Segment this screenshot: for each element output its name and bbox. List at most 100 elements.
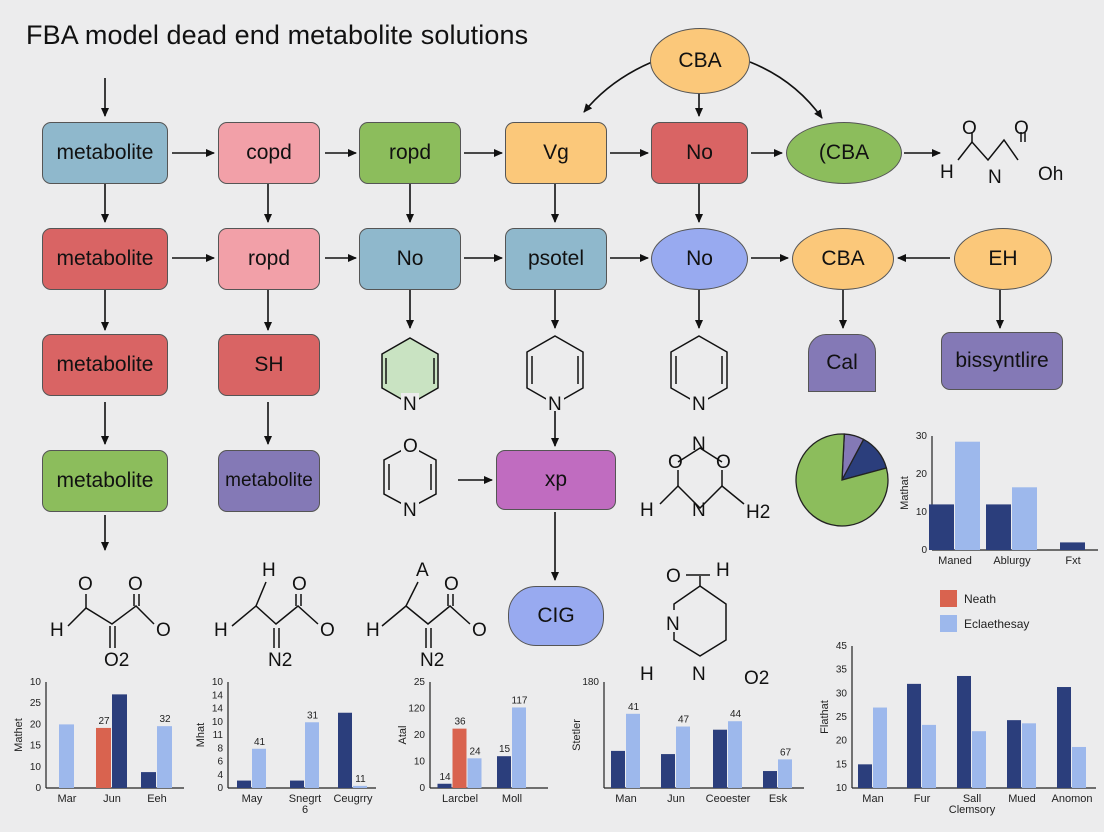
node-metabolite-r2: metabolite	[42, 228, 168, 290]
category-label: 6	[302, 804, 308, 816]
svg-text:N: N	[692, 434, 706, 455]
data-label: 24	[469, 746, 481, 757]
svg-text:H2: H2	[746, 502, 770, 523]
category-label: Man	[862, 793, 883, 805]
data-label: 41	[254, 737, 266, 748]
node-psotel: psotel	[505, 228, 607, 290]
category-label: Man	[615, 793, 636, 805]
y-tick-label: 120	[408, 704, 425, 715]
bar	[437, 783, 452, 788]
bar	[512, 707, 526, 788]
bar	[467, 758, 482, 788]
legend-swatch-eclaethesay	[940, 615, 957, 632]
svg-text:O: O	[668, 452, 683, 473]
svg-text:H: H	[716, 560, 730, 581]
data-label: 36	[454, 717, 466, 728]
node-cba-r1: (CBA	[786, 122, 902, 184]
bar	[338, 712, 352, 788]
data-label: 32	[159, 714, 171, 725]
molecule-bottom-2	[231, 581, 319, 648]
data-label: 31	[307, 710, 319, 721]
y-tick-label: 20	[916, 469, 928, 480]
svg-text:H: H	[262, 560, 276, 581]
node-metabolite-r4b: metabolite	[218, 450, 320, 512]
bar	[290, 780, 304, 788]
bar	[141, 772, 156, 788]
node-copd: copd	[218, 122, 320, 184]
bar	[929, 504, 954, 550]
bar	[157, 726, 172, 788]
molecule-middle-right	[659, 447, 745, 510]
category-label: Sall	[963, 793, 981, 805]
category-label: Eeh	[147, 793, 167, 805]
legend-swatch-neath	[940, 590, 957, 607]
y-axis-label: Flathat	[819, 700, 831, 734]
data-label: 14	[439, 772, 451, 783]
y-tick-label: 15	[30, 741, 42, 752]
molecule-bottom-1	[67, 594, 155, 648]
bar	[955, 441, 980, 550]
y-tick-label: 25	[414, 677, 426, 688]
y-axis-label: Atal	[397, 726, 409, 745]
svg-text:N2: N2	[268, 650, 292, 671]
bar	[858, 764, 872, 788]
data-label: 27	[98, 716, 110, 727]
y-tick-label: 14	[212, 704, 224, 715]
y-tick-label: 10	[414, 757, 426, 768]
y-tick-label: 10	[212, 717, 224, 728]
molecule-top-right	[957, 132, 1026, 162]
y-tick-label: 10	[916, 507, 928, 518]
svg-text:H: H	[640, 500, 654, 521]
category-label: Mued	[1008, 793, 1036, 805]
category-label: Esk	[769, 793, 788, 805]
bar	[972, 731, 986, 788]
bar	[353, 785, 367, 788]
arrow	[583, 61, 653, 113]
bar	[873, 707, 887, 788]
node-ropd-r1: ropd	[359, 122, 461, 184]
bar	[305, 722, 319, 788]
y-tick-label: 10	[30, 677, 42, 688]
category-label: Ceoester	[706, 793, 751, 805]
y-tick-label: 15	[836, 759, 848, 770]
diagram-title: FBA model dead end metabolite solutions	[26, 20, 529, 50]
category-label: Jun	[667, 793, 685, 805]
y-tick-label: 25	[836, 712, 848, 723]
svg-text:N: N	[548, 394, 562, 415]
category-label: Moll	[502, 793, 522, 805]
bar	[497, 756, 511, 788]
svg-text:H: H	[366, 620, 380, 641]
category-label: Fxt	[1065, 555, 1080, 567]
bar	[1012, 487, 1037, 550]
category-label: Ceugrry	[333, 793, 373, 805]
y-tick-label: 10	[212, 677, 224, 688]
legend-label-eclaethesay: Eclaethesay	[964, 617, 1030, 631]
bar	[237, 780, 251, 788]
svg-text:N: N	[666, 614, 680, 635]
y-tick-label: 20	[414, 730, 426, 741]
molecule-bottom-3	[381, 581, 471, 648]
bar	[1072, 746, 1086, 788]
svg-text:O: O	[472, 620, 487, 641]
bar	[59, 724, 74, 788]
bar	[452, 728, 467, 788]
bar	[1057, 687, 1071, 788]
bar	[1022, 723, 1036, 788]
svg-text:H: H	[214, 620, 228, 641]
bar	[986, 504, 1011, 550]
y-axis-label: Mhat	[195, 723, 207, 747]
y-tick-label: 10	[30, 762, 42, 773]
svg-text:O2: O2	[104, 650, 129, 671]
node-vg: Vg	[505, 122, 607, 184]
svg-text:A: A	[416, 560, 429, 581]
molecule-bottom-4	[673, 574, 727, 657]
category-label: Fur	[914, 793, 931, 805]
bar	[1060, 542, 1085, 550]
node-no-r2b: No	[651, 228, 748, 290]
node-xp: xp	[496, 450, 616, 510]
svg-text:O: O	[128, 574, 143, 595]
